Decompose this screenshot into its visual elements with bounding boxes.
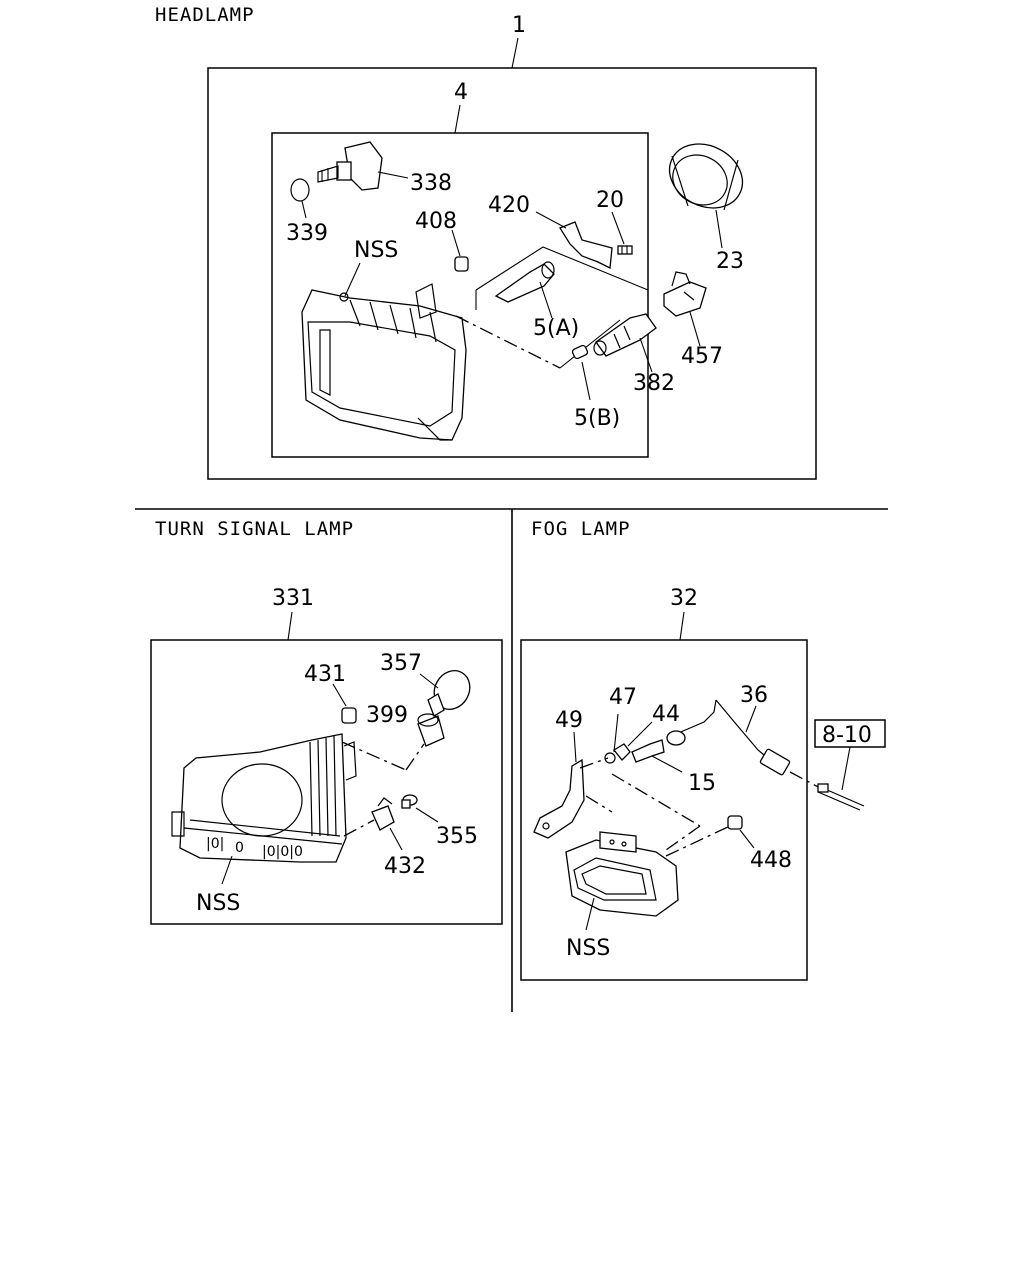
clip-432-part (371, 797, 395, 831)
socket-382-part (593, 313, 657, 357)
section-title-headlamp: HEADLAMP (155, 4, 255, 26)
callout-nss-headlamp[interactable]: NSS (354, 238, 398, 263)
svg-text:0: 0 (235, 840, 244, 856)
callout-399[interactable]: 399 (366, 703, 408, 728)
callout-5a[interactable]: 5(A) (533, 316, 579, 341)
callout-23[interactable]: 23 (716, 249, 744, 274)
callout-4[interactable]: 4 (454, 80, 468, 105)
callout-1[interactable]: 1 (512, 13, 526, 38)
callout-457[interactable]: 457 (681, 344, 723, 369)
bracket-49-part (533, 758, 585, 839)
callout-355[interactable]: 355 (436, 824, 478, 849)
callout-5b[interactable]: 5(B) (574, 406, 620, 431)
bulb-5b-part (571, 344, 589, 360)
callout-nss-turn[interactable]: NSS (196, 891, 240, 916)
callout-36[interactable]: 36 (740, 683, 768, 708)
section-title-fog: FOG LAMP (531, 518, 631, 540)
callout-357[interactable]: 357 (380, 651, 422, 676)
washer-47-part (604, 752, 616, 764)
bulb-locator-frame (475, 246, 649, 291)
callout-338[interactable]: 338 (410, 171, 452, 196)
socket-399-part (417, 713, 445, 747)
callout-nss-fog[interactable]: NSS (566, 936, 610, 961)
callout-32[interactable]: 32 (670, 586, 698, 611)
bulb-5a-part (494, 261, 555, 303)
callout-448[interactable]: 448 (750, 848, 792, 873)
callout-15[interactable]: 15 (688, 771, 716, 796)
callout-420[interactable]: 420 (488, 193, 530, 218)
callout-8-10[interactable]: 8-10 (822, 723, 872, 748)
harness-36-part (666, 699, 791, 776)
socket-457-part (663, 271, 707, 317)
callout-432[interactable]: 432 (384, 854, 426, 879)
headlamp-bulb-338-part (317, 141, 383, 191)
screw-20-part (617, 245, 633, 255)
callout-408[interactable]: 408 (415, 209, 457, 234)
callout-382[interactable]: 382 (633, 371, 675, 396)
ring-23-part (668, 143, 744, 211)
callout-331[interactable]: 331 (272, 586, 314, 611)
grommet-431-part (341, 707, 357, 724)
callout-339[interactable]: 339 (286, 221, 328, 246)
headlamp-unit-box (271, 132, 649, 458)
callout-44[interactable]: 44 (652, 702, 680, 727)
fog-lamp-section: 32 49 47 44 36 8-10 (520, 586, 886, 981)
turn-signal-assembly-box (150, 639, 503, 925)
headlamp-body-part (301, 283, 467, 441)
screw-355-part (401, 794, 418, 809)
callout-431[interactable]: 431 (304, 662, 346, 687)
cap-408-part (454, 256, 469, 272)
bracket-420-part (559, 221, 613, 270)
callout-49[interactable]: 49 (555, 708, 583, 733)
turn-signal-lens-part: |0| 0 |0|0|0 (171, 733, 357, 863)
bulb-357-part (427, 670, 471, 717)
svg-text:|0|: |0| (206, 836, 224, 852)
turn-signal-section: 331 |0| 0 |0|0|0 NSS 431 357 (150, 586, 503, 925)
callout-20[interactable]: 20 (596, 188, 624, 213)
oring-339-part (290, 178, 310, 202)
headlamp-section: 1 4 338 339 420 20 (207, 13, 817, 480)
nut-44-part (613, 743, 631, 761)
callout-47[interactable]: 47 (609, 685, 637, 710)
fog-lamp-assembly-box (520, 639, 808, 981)
svg-text:|0|0|0: |0|0|0 (262, 844, 303, 860)
fog-lamp-body-part (565, 831, 679, 917)
bulb-15-part (631, 739, 665, 763)
section-title-turn-signal: TURN SIGNAL LAMP (155, 518, 354, 540)
grommet-448-part (727, 815, 743, 830)
